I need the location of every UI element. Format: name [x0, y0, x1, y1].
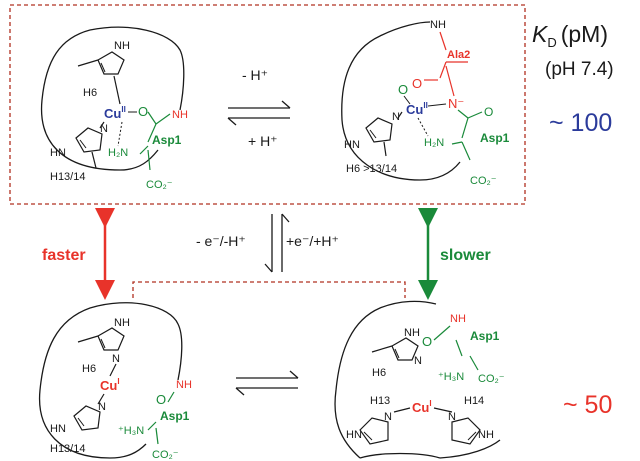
svg-text:H₂N: H₂N [108, 147, 128, 159]
svg-text:H6 >13/14: H6 >13/14 [346, 163, 397, 175]
svg-text:N⁻: N⁻ [448, 96, 464, 111]
redox-equilibrium: - e⁻/-H⁺ +e⁻/+H⁺ [196, 213, 339, 273]
protonation-equilibrium: - H⁺ + H⁺ [227, 67, 291, 149]
svg-text:NH: NH [450, 313, 466, 325]
svg-text:O: O [138, 104, 148, 119]
cu-center: CuII [406, 101, 428, 117]
faster-arrow: faster [42, 208, 115, 300]
svg-text:N: N [448, 411, 456, 423]
svg-text:O: O [156, 392, 166, 407]
svg-text:N: N [100, 123, 108, 135]
peptide-backbone [40, 26, 185, 171]
svg-text:N: N [384, 411, 392, 423]
svg-text:HN: HN [344, 139, 360, 151]
svg-text:O: O [422, 334, 432, 349]
ph-label: (pH 7.4) [545, 59, 614, 80]
kd-header: KD(pM) [532, 21, 608, 50]
svg-text:H14: H14 [464, 395, 484, 407]
bottom-equilibrium [235, 370, 299, 396]
slower-arrow: slower [418, 208, 491, 300]
svg-text:NH: NH [172, 109, 188, 121]
svg-text:- H⁺: - H⁺ [242, 67, 268, 83]
svg-text:NH: NH [478, 429, 494, 441]
structure-bottom-right: NH N H6 NH O Asp1 ⁺H₃N CO₂⁻ H13 H14 CuI … [334, 300, 505, 459]
svg-text:NH: NH [114, 317, 130, 329]
svg-text:CO₂⁻: CO₂⁻ [470, 175, 497, 187]
svg-text:H13: H13 [370, 395, 390, 407]
svg-text:+ H⁺: + H⁺ [248, 133, 278, 149]
svg-text:Asp1: Asp1 [480, 131, 510, 145]
svg-text:HN: HN [50, 423, 66, 435]
kd-value-top: ~ 100 [549, 109, 612, 137]
svg-text:NH: NH [176, 379, 192, 391]
svg-text:slower: slower [440, 247, 491, 264]
structure-top-left: NH H6 CuII O NH Asp1 H₂N CO₂⁻ HN N H13/1… [40, 26, 188, 191]
svg-text:⁺H₃N: ⁺H₃N [438, 371, 464, 383]
svg-text:CO₂⁻: CO₂⁻ [152, 449, 179, 461]
svg-text:HN: HN [50, 147, 66, 159]
svg-text:Asp1: Asp1 [160, 409, 190, 423]
peptide-tail [119, 149, 159, 171]
structure-top-right: NH Ala2 O N⁻ CuII O O Asp1 H₂N CO₂⁻ HN N… [341, 19, 510, 187]
svg-text:- e⁻/-H⁺: - e⁻/-H⁺ [196, 233, 246, 249]
svg-text:N: N [112, 353, 120, 365]
svg-text:O: O [398, 82, 408, 97]
svg-text:H13/14: H13/14 [50, 443, 85, 455]
svg-text:HN: HN [346, 429, 362, 441]
cu-center: CuII [104, 105, 126, 121]
cu-center: CuI [100, 377, 120, 393]
svg-text:CO₂⁻: CO₂⁻ [146, 179, 173, 191]
svg-text:Ala2: Ala2 [447, 49, 470, 61]
svg-text:⁺H₃N: ⁺H₃N [118, 425, 144, 437]
svg-text:N: N [414, 355, 422, 367]
svg-text:H6: H6 [83, 87, 97, 99]
svg-text:O: O [484, 105, 493, 119]
svg-text:O: O [412, 76, 422, 91]
lower-cu1-bracket [132, 281, 406, 298]
svg-text:H₂N: H₂N [424, 137, 444, 149]
svg-text:+e⁻/+H⁺: +e⁻/+H⁺ [286, 233, 339, 249]
svg-text:NH: NH [404, 327, 420, 339]
svg-text:H13/14: H13/14 [50, 171, 85, 183]
svg-text:H6: H6 [372, 367, 386, 379]
svg-text:Asp1: Asp1 [470, 329, 500, 343]
kd-value-bottom: ~ 50 [563, 391, 612, 419]
imidazole-h13-14 [75, 127, 103, 153]
svg-text:Asp1: Asp1 [152, 133, 182, 147]
svg-text:H6: H6 [82, 363, 96, 375]
imidazole-h6 [97, 51, 125, 75]
svg-text:NH: NH [114, 40, 130, 52]
structure-bottom-left: NH N H6 CuI NH O Asp1 ⁺H₃N CO₂⁻ HN N H13… [38, 302, 192, 461]
svg-text:CO₂⁻: CO₂⁻ [478, 373, 505, 385]
cu-center: CuI [412, 399, 432, 415]
svg-text:faster: faster [42, 247, 86, 264]
svg-text:N: N [98, 401, 106, 413]
svg-text:N: N [392, 111, 400, 123]
svg-text:NH: NH [430, 19, 446, 31]
